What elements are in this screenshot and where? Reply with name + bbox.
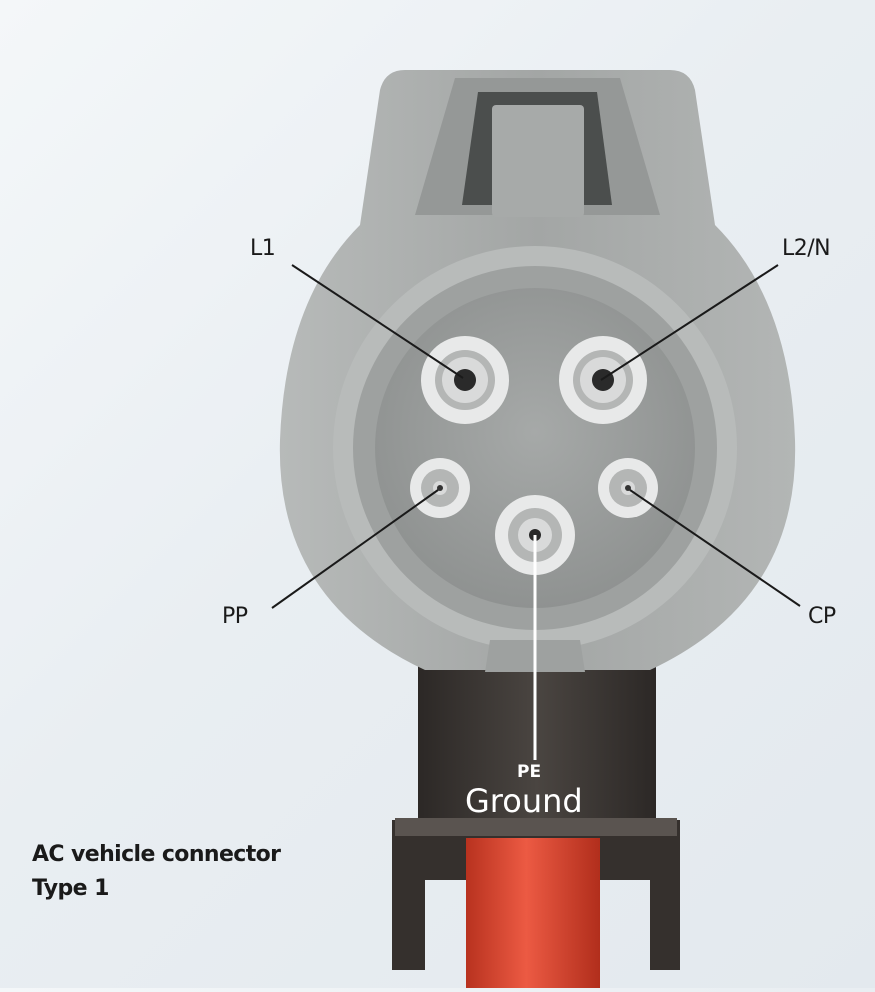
latch xyxy=(492,105,584,217)
pin-cp xyxy=(598,458,658,518)
pin-l1 xyxy=(421,336,509,424)
caption-line-1: AC vehicle connector xyxy=(32,842,281,867)
charging-cable xyxy=(466,838,600,988)
label-cp: CP xyxy=(808,604,836,629)
caption-line-2: Type 1 xyxy=(32,876,109,901)
label-l2n: L2/N xyxy=(782,236,831,261)
label-l1: L1 xyxy=(250,236,276,261)
label-ground: Ground xyxy=(465,782,583,820)
leader-line-pp xyxy=(271,489,439,609)
connector-handle xyxy=(418,640,656,845)
grip-band xyxy=(395,818,677,836)
pin-l2n xyxy=(559,336,647,424)
leader-line-cp xyxy=(629,489,801,607)
label-pp: PP xyxy=(222,604,248,629)
label-pe: PE xyxy=(517,762,542,782)
leader-line-l1 xyxy=(291,264,464,379)
leader-line-l2n xyxy=(600,264,779,381)
pin-pp xyxy=(410,458,470,518)
